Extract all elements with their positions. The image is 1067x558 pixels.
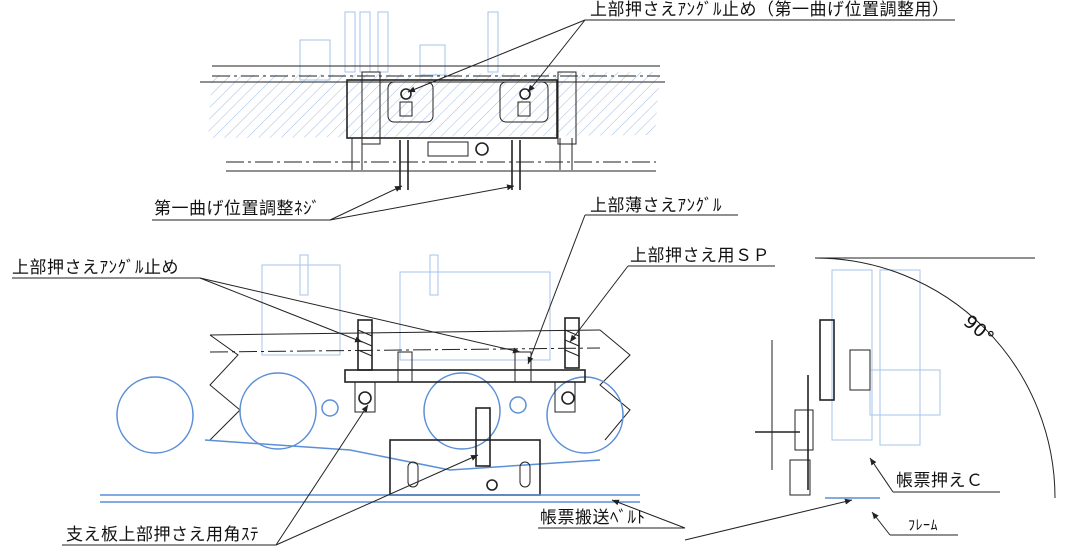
label-support-plate-stay: 支え板上部押さえ用角ｽﾃ: [66, 525, 259, 545]
label-upper-thin-angle: 上部薄さえｱﾝｸﾞﾙ: [590, 196, 722, 216]
label-upper-sp: 上部押さえ用ＳＰ: [630, 246, 770, 266]
label-frame: ﾌﾚｰﾑ: [908, 518, 938, 534]
bracket-top: [346, 79, 558, 139]
screw-icon: [400, 88, 412, 100]
angle-arc: [814, 257, 1056, 499]
spring-icon: [819, 319, 835, 401]
roller-icon: [239, 372, 317, 450]
hatched-plate: [208, 72, 660, 138]
label-first-bend-screw: 第一曲げ位置調整ﾈｼﾞ: [154, 199, 321, 219]
roller-icon: [116, 376, 194, 454]
top-view: [200, 11, 665, 190]
label-form-holder-c: 帳票押えＣ: [896, 471, 984, 491]
right-view: [755, 257, 1056, 499]
center-view: [100, 254, 640, 503]
roller-icon: [423, 372, 501, 450]
label-top-angle-stop-adjust: 上部押さえｱﾝｸﾞﾙ止め（第一曲げ位置調整用）: [590, 0, 950, 20]
support-plate: [344, 369, 586, 383]
spring-icon: [564, 317, 580, 369]
label-conveyor-belt: 帳票搬送ﾍﾞﾙﾄ: [540, 508, 646, 528]
leader-lines: [12, 19, 1000, 546]
screw-icon: [519, 88, 531, 100]
roller-icon: [546, 376, 624, 454]
label-upper-angle-stop: 上部押さえｱﾝｸﾞﾙ止め: [12, 258, 179, 278]
